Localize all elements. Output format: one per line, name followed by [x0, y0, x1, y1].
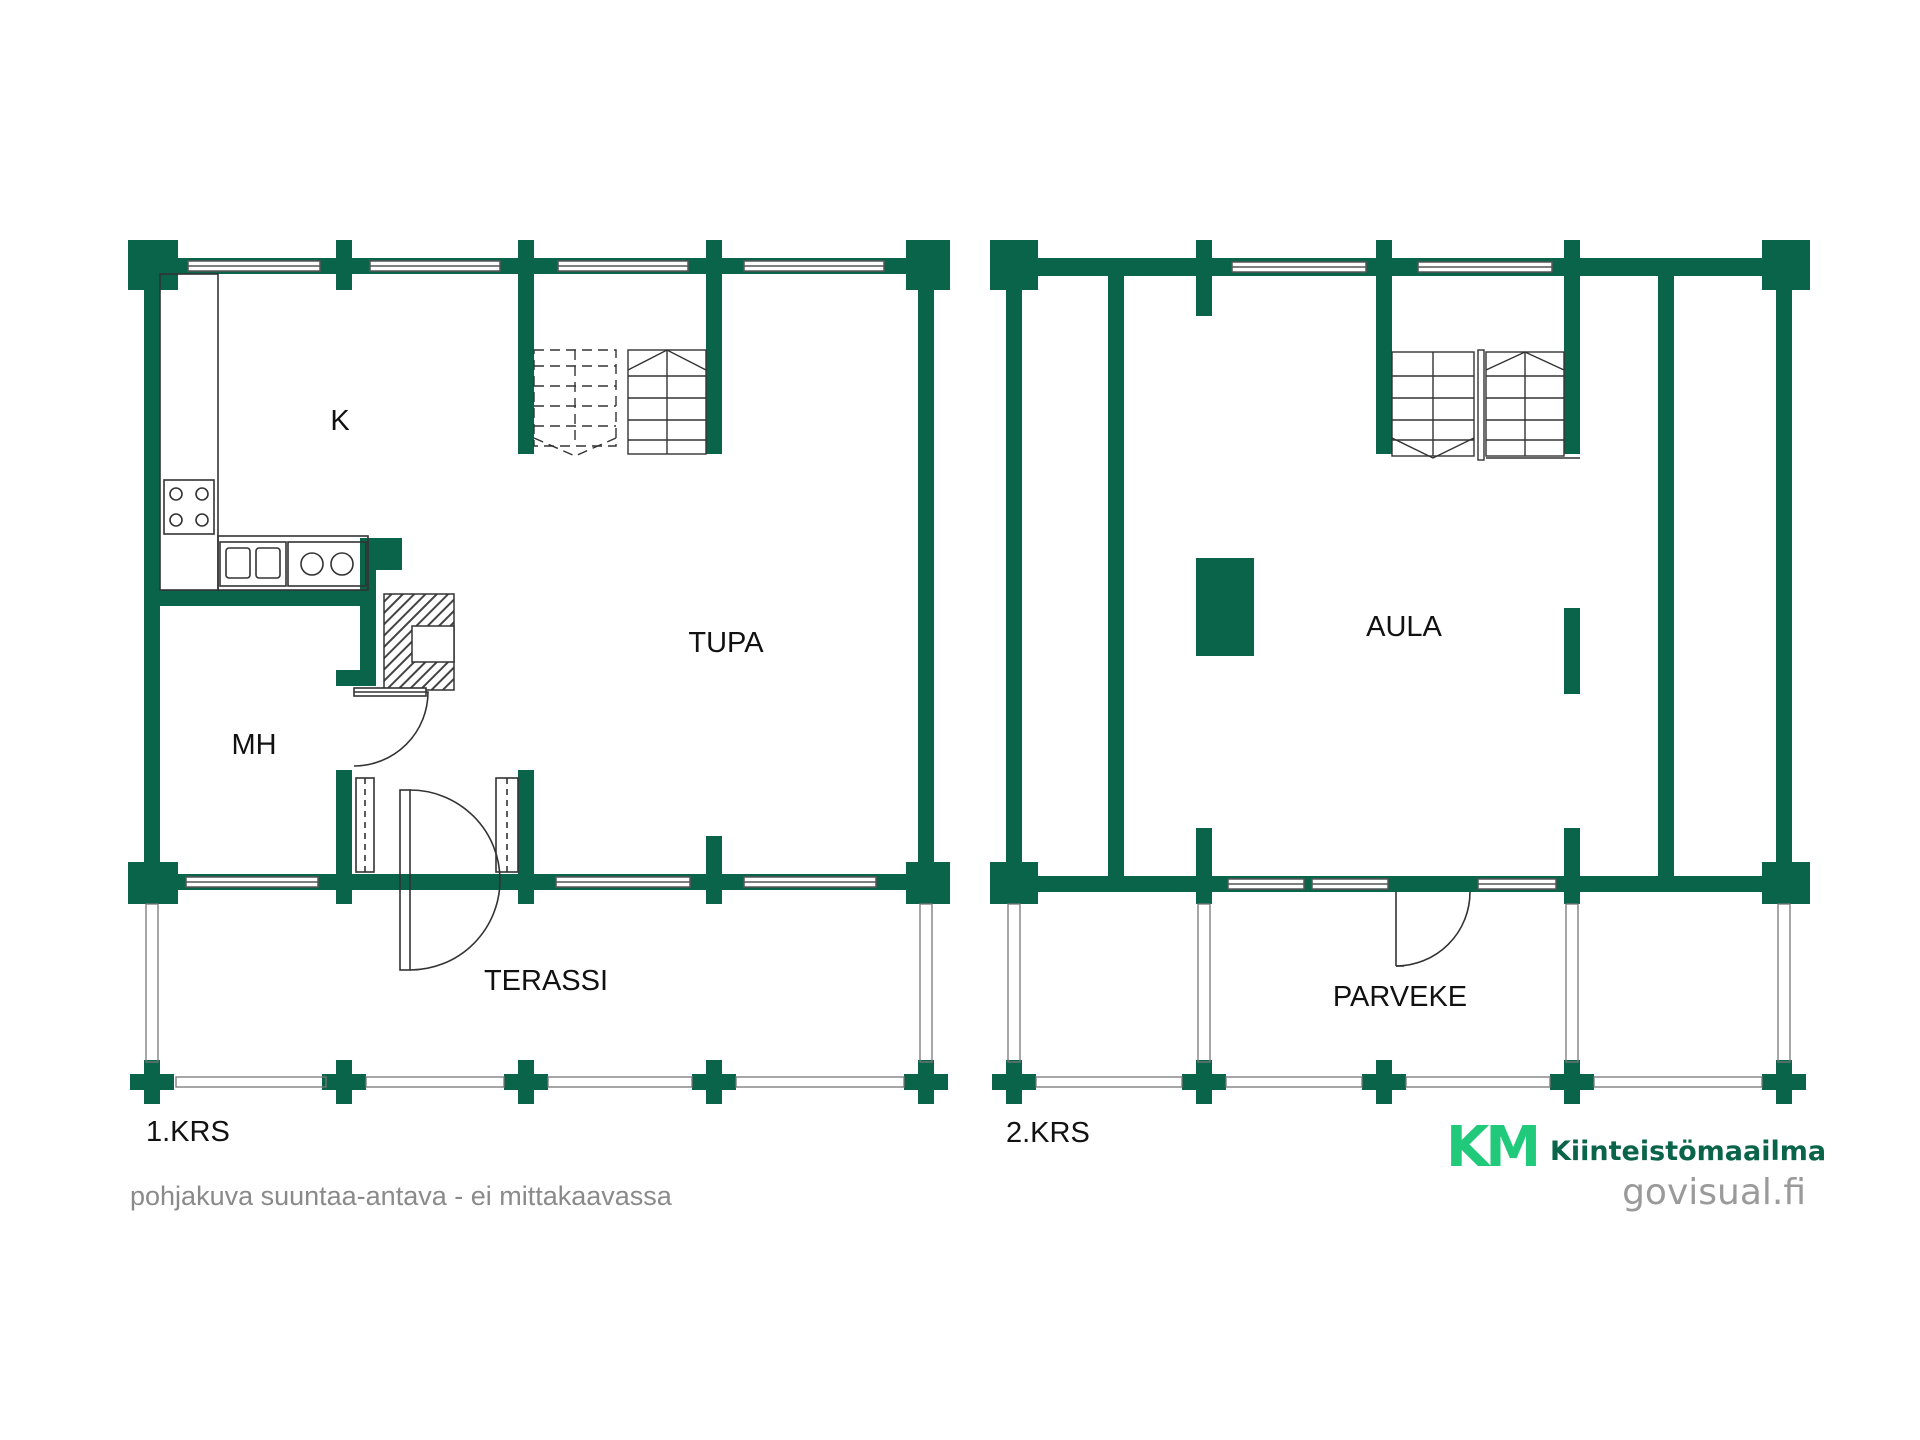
floor-1-stairs	[533, 349, 707, 457]
room-label-terrace: TERASSI	[484, 965, 608, 997]
floor-2-plan: AULA PARVEKE 2.KRS	[990, 240, 1810, 1149]
logo-mark: KM	[1446, 1115, 1537, 1180]
terrace-railing	[145, 903, 933, 1088]
floor-2-caption: 2.KRS	[1006, 1117, 1090, 1149]
room-label-bedroom: MH	[231, 729, 276, 761]
floor-1-plan: K TUPA MH TERASSI 1.KRS	[128, 240, 950, 1148]
floor-2-windows	[1227, 261, 1557, 890]
floor-2-walls	[990, 240, 1810, 1104]
floor-1-doors	[353, 687, 519, 971]
scale-disclaimer: pohjakuva suuntaa-antava - ei mittakaava…	[130, 1181, 673, 1211]
floor-1-walls	[128, 240, 950, 1104]
floor-1-windows	[185, 260, 885, 888]
balcony-railing	[1007, 903, 1791, 1088]
room-label-balcony: PARVEKE	[1333, 981, 1467, 1013]
room-label-kitchen: K	[330, 405, 350, 437]
floor-1-room-labels: K TUPA MH TERASSI	[231, 405, 764, 997]
website-label: govisual.fi	[1622, 1172, 1806, 1213]
logo-text: Kiinteistömaailma	[1550, 1136, 1826, 1167]
fireplace	[383, 593, 455, 691]
room-label-living: TUPA	[688, 627, 764, 659]
floor-1-caption: 1.KRS	[146, 1116, 230, 1148]
floor-2-door	[1392, 876, 1476, 967]
floor-2-room-labels: AULA PARVEKE	[1333, 611, 1467, 1013]
company-logo: KM Kiinteistömaailma	[1446, 1115, 1826, 1180]
floor-2-stairs	[1391, 349, 1580, 461]
room-label-hall: AULA	[1366, 611, 1442, 643]
kitchen-counter	[159, 273, 369, 591]
